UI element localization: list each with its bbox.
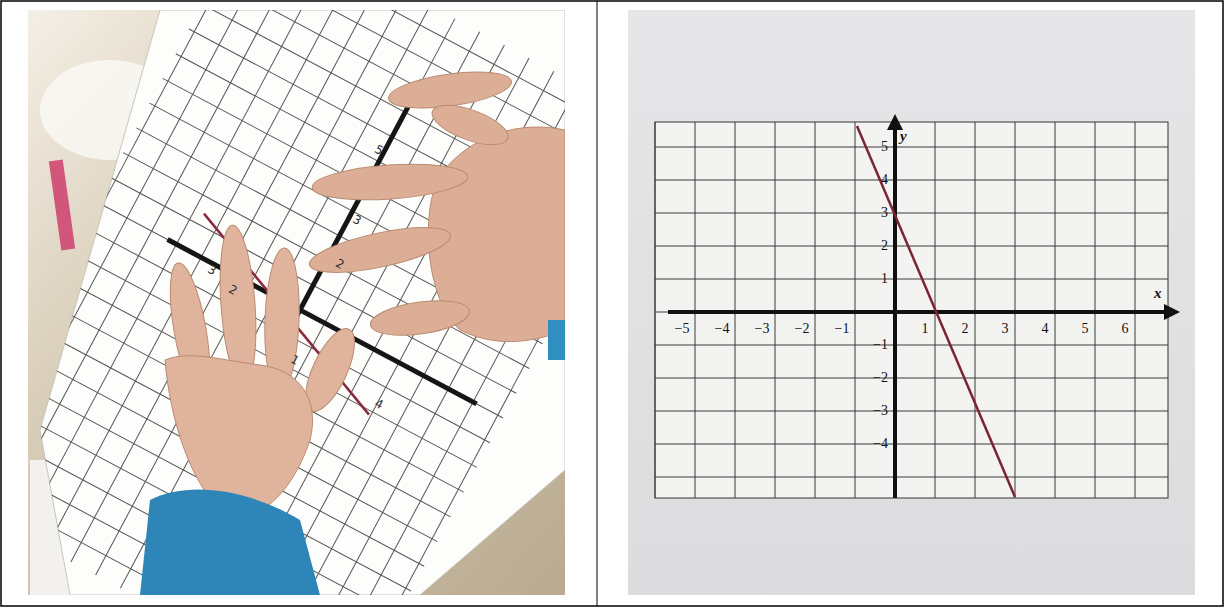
grid-line	[655, 213, 1168, 214]
axis-number: −4	[709, 321, 735, 337]
paper-sheet	[40, 10, 565, 595]
axis-number: 4	[862, 172, 888, 188]
grid-line	[655, 312, 1168, 313]
grid-line	[655, 378, 1168, 379]
axis-number: −2	[862, 370, 888, 386]
sleeve-edge	[548, 320, 565, 360]
x-axis	[668, 310, 1165, 314]
grid-line	[28, 474, 358, 595]
axis-number: −3	[862, 403, 888, 419]
coordinate-grid	[655, 122, 1168, 498]
grid-line	[655, 444, 1168, 445]
grid-line	[242, 10, 565, 146]
blue-sleeve	[140, 490, 320, 595]
grid-line	[655, 122, 656, 498]
axis-name: x	[1154, 285, 1170, 301]
rotated-grid	[28, 10, 565, 595]
finger	[368, 295, 471, 341]
grid-line	[293, 97, 565, 595]
axis-number: −2	[789, 321, 815, 337]
grid-line	[655, 279, 1168, 280]
grid-line	[655, 411, 1168, 412]
axis-number: 3	[995, 321, 1015, 337]
grid-line	[269, 84, 565, 595]
axis-number: 5	[1075, 321, 1095, 337]
finger	[311, 160, 469, 205]
grid-line	[96, 10, 406, 575]
axis-number: 1	[862, 271, 888, 287]
axis-number: −3	[749, 321, 775, 337]
grid-line	[655, 477, 1168, 478]
left-photo	[28, 10, 565, 595]
axis-number: −1	[862, 337, 888, 353]
panel-divider	[597, 1, 598, 606]
grid-line	[655, 147, 1168, 148]
axis-number: 2	[862, 238, 888, 254]
x-arrowhead	[1164, 304, 1180, 320]
grid-line	[46, 10, 356, 549]
axis-number: −4	[862, 436, 888, 452]
y-arrowhead	[887, 114, 903, 130]
axis-number: −1	[829, 321, 855, 337]
left-hand	[162, 224, 364, 516]
grid-line	[655, 180, 1168, 181]
grid-line	[655, 345, 1168, 346]
axis-number: 4	[1035, 321, 1055, 337]
axis-number: 1	[915, 321, 935, 337]
pencil	[49, 159, 75, 250]
axis-number: −5	[669, 321, 695, 337]
grid-line	[28, 10, 331, 536]
axis-number: 5	[862, 139, 888, 155]
axis-number: 3	[862, 205, 888, 221]
finger	[306, 218, 454, 281]
grid-line	[71, 10, 381, 562]
thumb	[427, 97, 512, 153]
grid-paper	[655, 122, 1168, 498]
graph-line	[857, 126, 1015, 497]
photo-ground	[628, 10, 1195, 595]
grid-line	[655, 246, 1168, 247]
axis-name: y	[900, 128, 916, 144]
tactile-grid	[28, 10, 565, 595]
right-photo	[628, 10, 1195, 595]
axis-number: 6	[1115, 321, 1135, 337]
right-hand	[306, 66, 565, 342]
table-surface	[28, 10, 565, 595]
axis-number: 2	[955, 321, 975, 337]
